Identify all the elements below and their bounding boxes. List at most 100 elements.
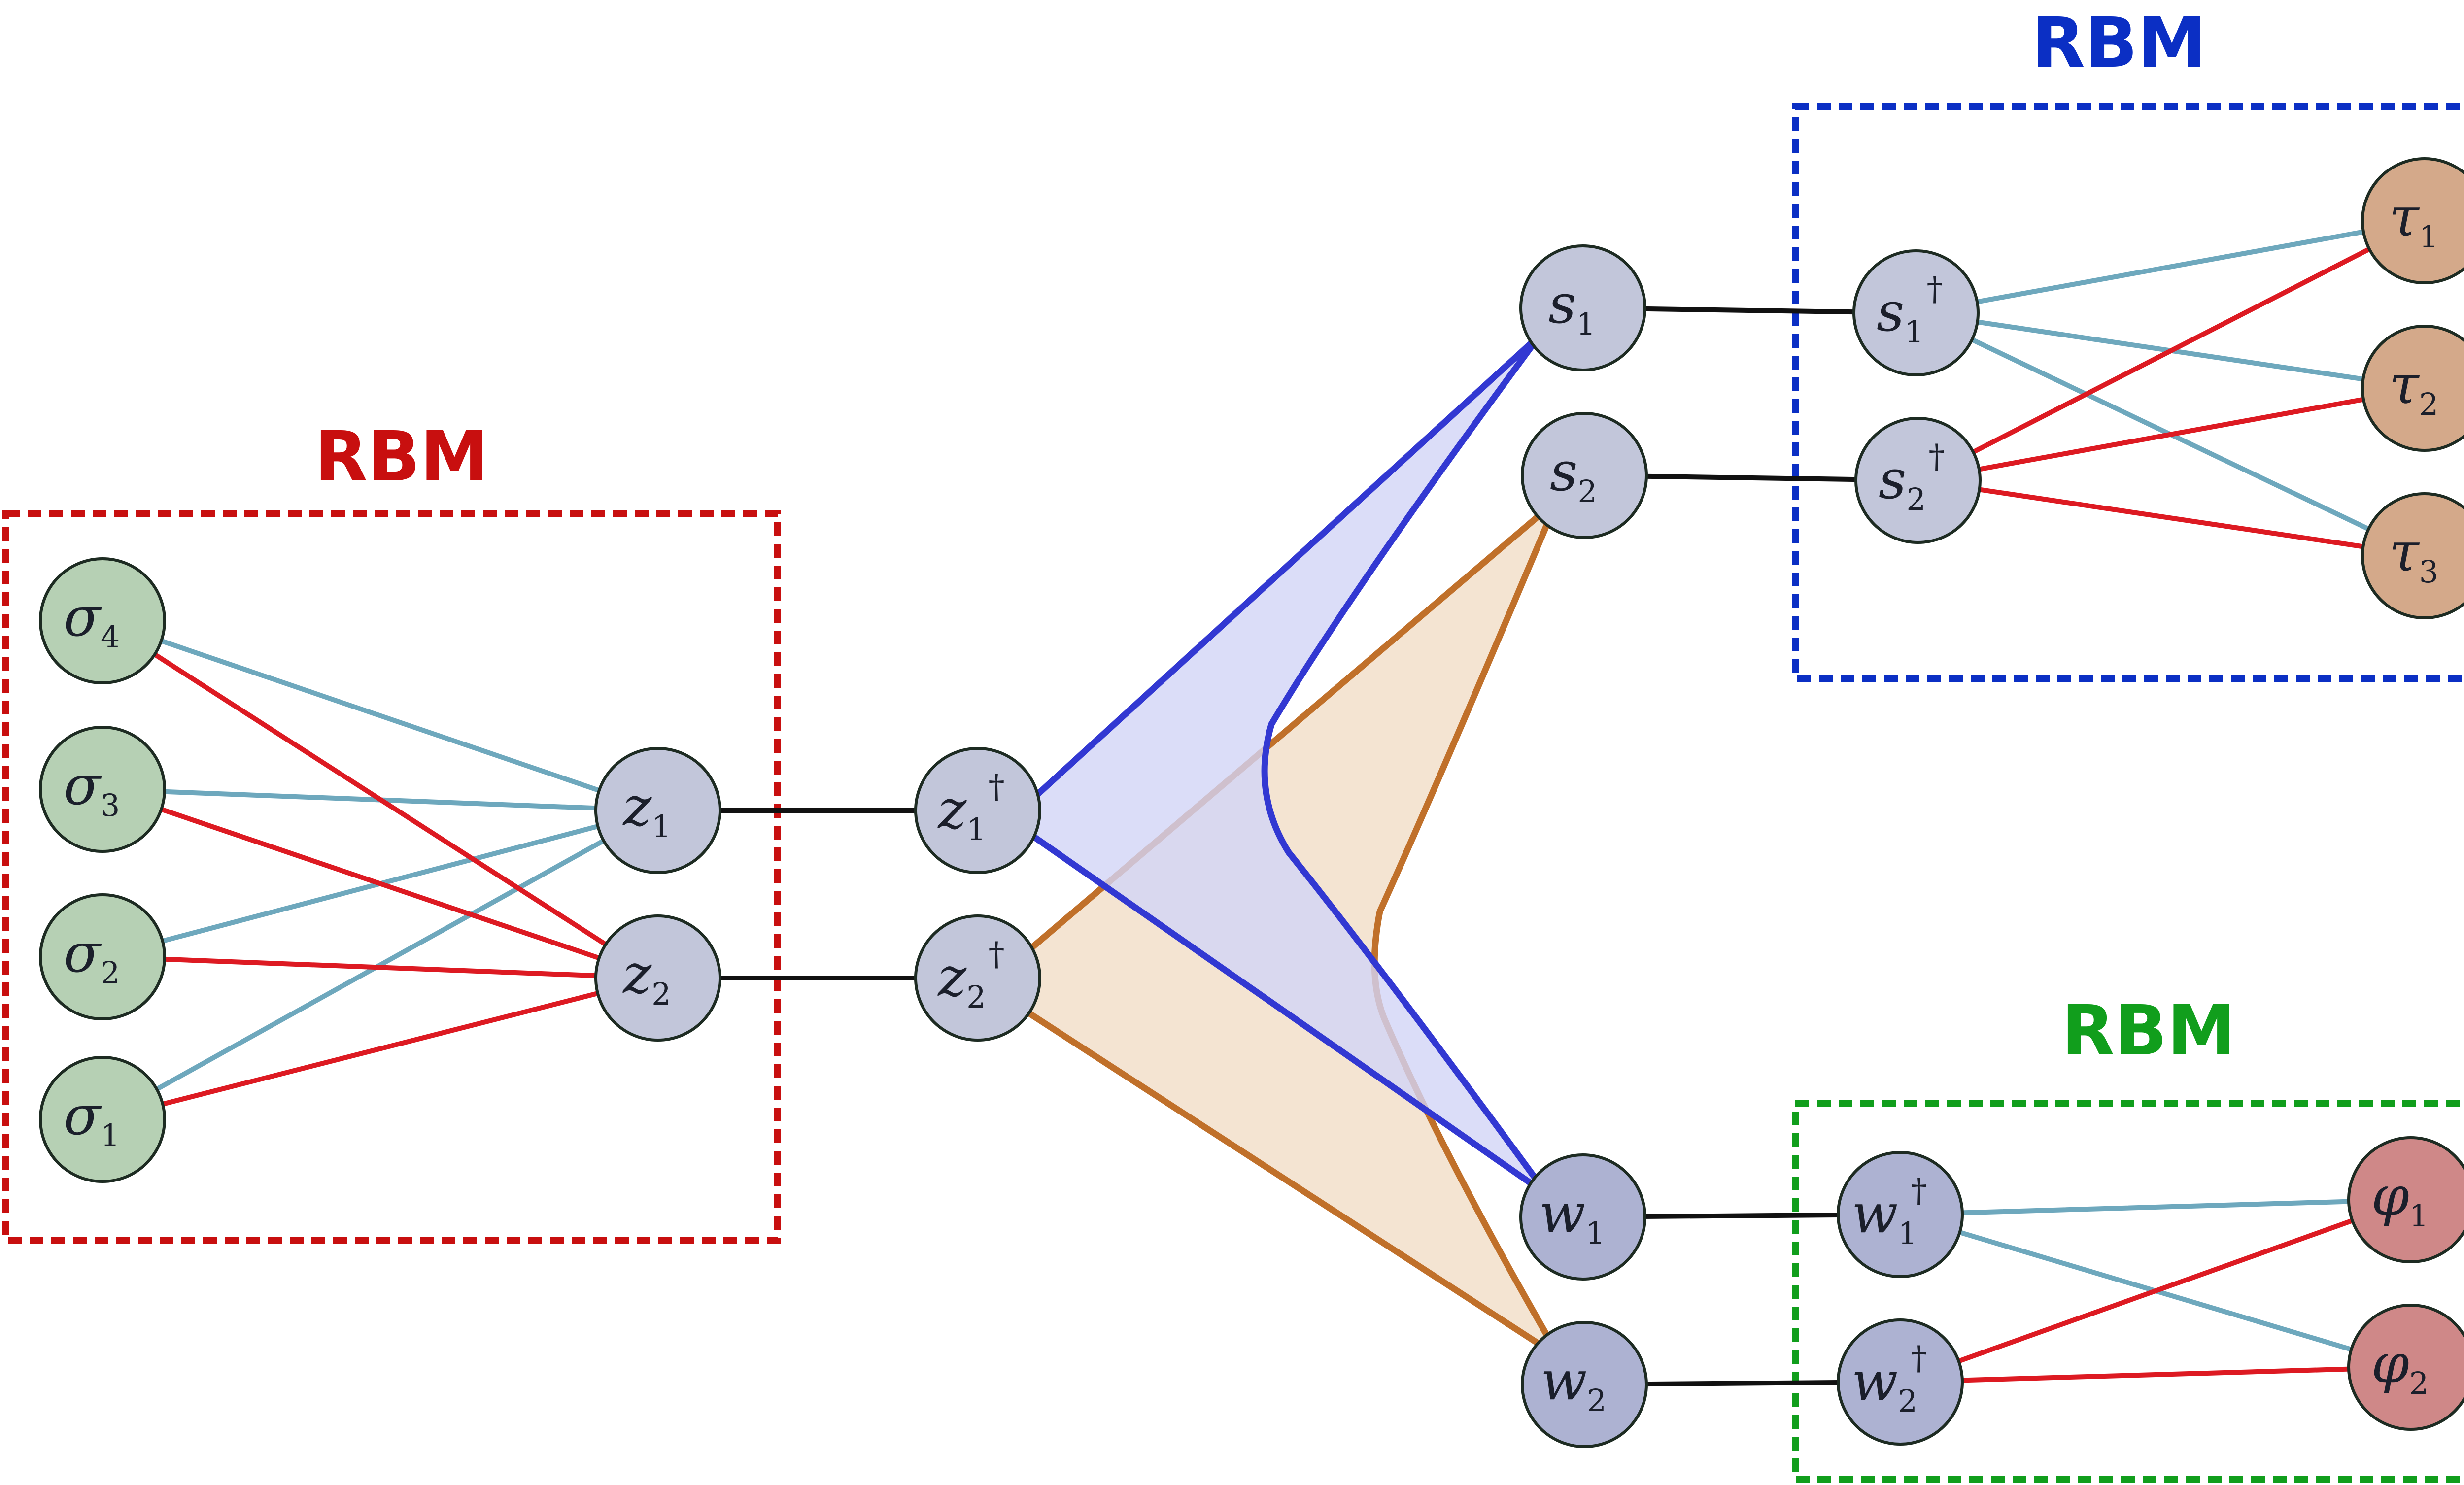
node-symbol: τ — [2389, 353, 2420, 416]
blue-connection-region — [1025, 332, 1551, 1198]
node-phi1: φ1 — [2347, 1136, 2464, 1263]
node-subscript: 2 — [101, 955, 120, 991]
node-label-tau2: τ2 — [2389, 353, 2438, 422]
node-label-s1: s1 — [1548, 272, 1596, 342]
node-symbol: w — [1851, 1182, 1898, 1245]
node-subscript: 2 — [1578, 473, 1597, 509]
nodes: σ4 σ3 σ2 σ1 z1 z2 z1† z2† s1 s2 s1† s2† … — [39, 157, 2464, 1448]
node-sigma3: σ3 — [39, 726, 166, 853]
node-symbol: s — [1879, 448, 1906, 511]
node-z1: z1 — [594, 747, 721, 874]
node-subscript: 3 — [101, 787, 120, 823]
node-tau3: τ3 — [2361, 492, 2464, 619]
node-w2: w2 — [1521, 1321, 1648, 1448]
node-label-sigma3: σ3 — [64, 754, 120, 823]
node-label-w1: w1 — [1539, 1181, 1605, 1251]
node-circle-sigma1 — [39, 1056, 166, 1183]
node-subscript: 1 — [1576, 306, 1596, 342]
node-label-s2: s2 — [1550, 440, 1597, 509]
node-circle-s2 — [1521, 412, 1648, 539]
node-dagger-z2d: † — [989, 935, 1005, 973]
node-circle-z1d — [914, 747, 1041, 874]
node-circle-z2d — [914, 914, 1041, 1042]
node-symbol: z — [937, 778, 967, 841]
node-symbol: z — [622, 775, 652, 838]
edge-sigma1-z2 — [100, 976, 660, 1122]
rbm-boxes: RBM RBM RBM — [2, 3, 2464, 1483]
node-symbol: φ — [2371, 1164, 2409, 1227]
node-circle-sigma3 — [39, 726, 166, 853]
node-subscript: 2 — [1907, 481, 1926, 517]
node-circle-w2d — [1837, 1318, 1964, 1446]
node-symbol: z — [937, 945, 967, 1009]
node-subscript: 1 — [2409, 1198, 2429, 1234]
blue-rbm-label: RBM — [2032, 3, 2206, 83]
node-label-s1d: s1 — [1877, 280, 1924, 350]
node-tau1: τ1 — [2361, 157, 2464, 284]
node-s2: s2 — [1521, 412, 1648, 539]
node-label-s2d: s2 — [1879, 448, 1926, 517]
node-dagger-z1d: † — [989, 768, 1005, 806]
node-circle-tau3 — [2361, 492, 2464, 619]
node-subscript: 2 — [966, 979, 986, 1015]
node-label-z1: z1 — [622, 775, 671, 844]
node-label-phi1: φ1 — [2371, 1164, 2429, 1234]
edge-sigma3-z2 — [100, 787, 660, 980]
edge-w2d-phi1 — [1898, 1197, 2413, 1384]
edge-w2d-phi2 — [1898, 1365, 2413, 1384]
node-symbol: w — [1539, 1181, 1585, 1245]
node-label-w1d: w1 — [1851, 1182, 1917, 1251]
node-dagger-s1d: † — [1927, 270, 1943, 308]
node-symbol: φ — [2371, 1332, 2409, 1395]
node-z2-dagger: z2† — [914, 914, 1041, 1042]
node-label-w2: w2 — [1540, 1349, 1607, 1418]
node-label-tau3: τ3 — [2389, 520, 2438, 590]
node-circle-phi1 — [2347, 1136, 2464, 1263]
edge-s1d-tau1 — [1914, 218, 2427, 315]
node-label-z1d: z1 — [937, 778, 986, 847]
node-tau2: τ2 — [2361, 325, 2464, 452]
node-circle-s2d — [1854, 417, 1982, 544]
node-symbol: σ — [64, 1084, 102, 1147]
node-circle-s1 — [1519, 244, 1646, 371]
node-subscript: 3 — [2419, 554, 2438, 590]
node-label-z2d: z2 — [937, 945, 986, 1015]
node-symbol: s — [1548, 272, 1576, 336]
node-symbol: τ — [2389, 520, 2420, 583]
node-circle-w1 — [1519, 1153, 1646, 1281]
node-dagger-w2d: † — [1911, 1339, 1927, 1377]
green-rbm-label: RBM — [2061, 991, 2236, 1071]
node-sigma4: σ4 — [39, 557, 166, 684]
node-w1-dagger: w1† — [1837, 1151, 1964, 1278]
edge-sigma4-z1 — [100, 618, 660, 813]
node-label-tau1: τ1 — [2389, 185, 2438, 255]
red-rbm-label: RBM — [314, 417, 489, 497]
node-subscript: 1 — [101, 1117, 120, 1153]
node-symbol: s — [1877, 280, 1904, 343]
node-symbol: σ — [64, 921, 102, 984]
node-s1: s1 — [1519, 244, 1646, 371]
node-label-phi2: φ2 — [2371, 1332, 2429, 1401]
node-symbol: z — [622, 943, 652, 1006]
node-sigma1: σ1 — [39, 1056, 166, 1183]
node-dagger-s2d: † — [1929, 438, 1945, 475]
node-s1-dagger: s1† — [1852, 249, 1980, 376]
node-w1: w1 — [1519, 1153, 1646, 1281]
node-subscript: 2 — [1587, 1383, 1606, 1418]
node-subscript: 1 — [1898, 1215, 1917, 1251]
node-symbol: τ — [2389, 185, 2420, 248]
node-z2: z2 — [594, 914, 721, 1042]
node-label-sigma2: σ2 — [64, 921, 120, 991]
node-subscript: 1 — [1585, 1215, 1605, 1251]
node-label-w2d: w2 — [1851, 1350, 1917, 1419]
node-circle-tau2 — [2361, 325, 2464, 452]
node-subscript: 2 — [2409, 1365, 2429, 1401]
node-circle-w2 — [1521, 1321, 1648, 1448]
edge-sigma2-z2 — [100, 954, 660, 980]
node-s2-dagger: s2† — [1854, 417, 1982, 544]
edge-sigma4-z2 — [100, 618, 660, 980]
node-subscript: 1 — [966, 811, 986, 847]
blue-rbm-box — [1792, 103, 2464, 682]
node-circle-z2 — [594, 914, 721, 1042]
node-subscript: 1 — [2419, 219, 2438, 255]
